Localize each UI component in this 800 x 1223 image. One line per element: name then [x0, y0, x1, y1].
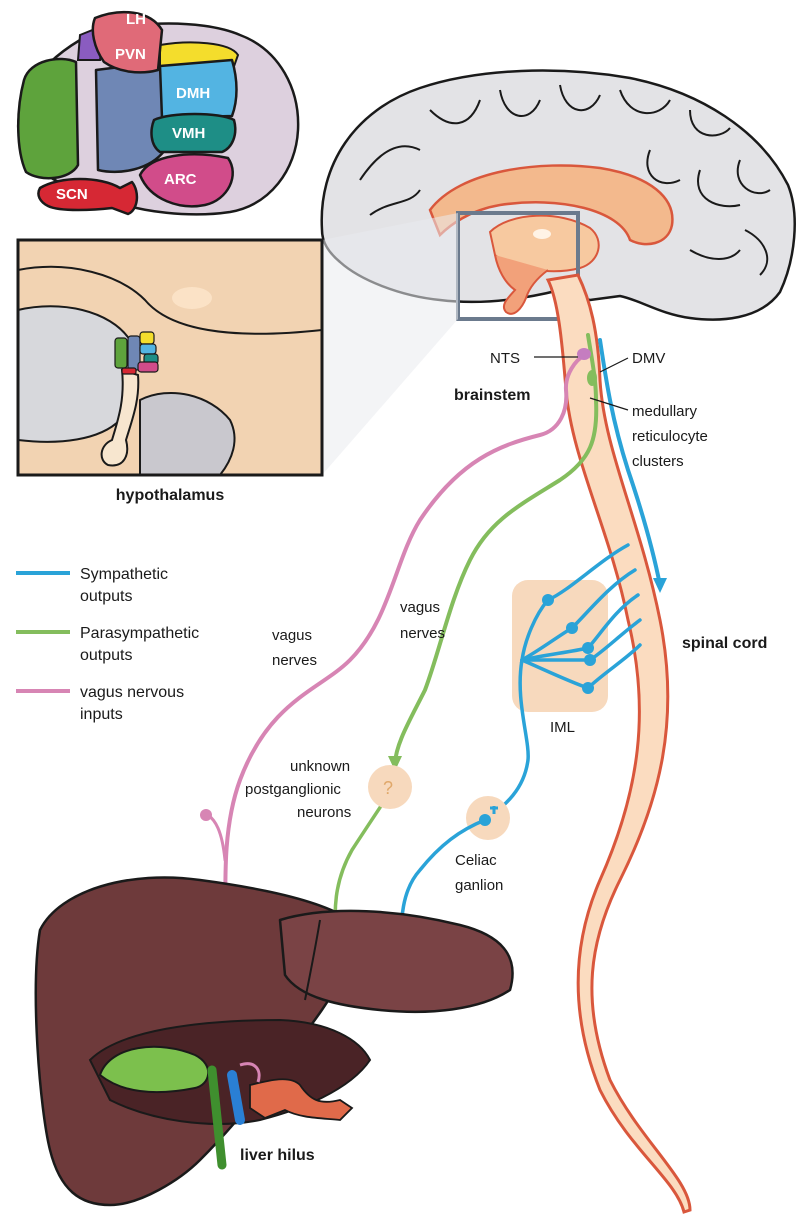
label-vagus-pink-2: nerves: [272, 652, 317, 669]
inset-thalamus: [172, 287, 212, 309]
label-celiac-2: ganlion: [455, 877, 503, 894]
label-celiac-1: Celiac: [455, 852, 497, 869]
brain: [322, 71, 795, 475]
label-liver-hilus: liver hilus: [240, 1147, 315, 1164]
hypothalamus-inset: [18, 240, 322, 475]
legend-sympathetic-line2: outputs: [80, 588, 132, 605]
inset-caption: hypothalamus: [116, 487, 225, 504]
legend-vagus-line2: inputs: [80, 706, 123, 723]
iml-neuron: [582, 682, 594, 694]
legend-vagus-line1: vagus nervous: [80, 684, 184, 701]
liver-left-lobe: [280, 911, 513, 1012]
label-scn: SCN: [56, 186, 88, 203]
nucleus-green: [18, 59, 78, 178]
label-brainstem: brainstem: [454, 387, 530, 404]
legend-parasympathetic-line1: Parasympathetic: [80, 625, 199, 642]
label-medullary-3: clusters: [632, 453, 684, 470]
inset-nuclei: [115, 332, 158, 374]
label-vagus-pink-1: vagus: [272, 627, 312, 644]
legend-parasympathetic-line2: outputs: [80, 647, 132, 664]
label-nts: NTS: [490, 350, 520, 367]
label-lh: LH: [126, 11, 146, 28]
iml-region: [488, 545, 640, 818]
label-dmv: DMV: [632, 350, 665, 367]
label-unknown-2: postganglionic: [245, 781, 341, 798]
legend-sympathetic-line1: Sympathetic: [80, 566, 168, 583]
interthalamic-adhesion: [533, 229, 551, 239]
iml-neuron: [566, 622, 578, 634]
label-arc: ARC: [164, 171, 197, 188]
label-pvn: PVN: [115, 46, 146, 63]
label-medullary-1: medullary: [632, 403, 698, 420]
label-question-mark: ?: [383, 778, 393, 798]
vagus-input-terminal: [200, 809, 212, 821]
iml-neuron: [542, 594, 554, 606]
label-vagus-green-2: nerves: [400, 625, 445, 642]
label-unknown-3: neurons: [297, 804, 351, 821]
sympathetic-arrowhead: [653, 578, 667, 593]
iml-neuron: [584, 654, 596, 666]
legend: Sympathetic outputs Parasympathetic outp…: [16, 566, 199, 723]
label-iml: IML: [550, 719, 575, 736]
label-dmh: DMH: [176, 85, 210, 102]
label-vagus-green-1: vagus: [400, 599, 440, 616]
nucleus-blue-grey: [96, 62, 165, 172]
zoom-projection: [322, 213, 458, 475]
label-unknown-1: unknown: [290, 758, 350, 775]
dmv-nucleus: [587, 370, 597, 386]
iml-neuron: [582, 642, 594, 654]
label-medullary-2: reticulocyte: [632, 428, 708, 445]
label-vmh: VMH: [172, 125, 205, 142]
label-spinal-cord: spinal cord: [682, 635, 767, 652]
vagus-input-branch: [208, 815, 225, 860]
hypothalamic-nuclei-diagram: [18, 12, 298, 214]
nts-nucleus: [577, 348, 591, 360]
